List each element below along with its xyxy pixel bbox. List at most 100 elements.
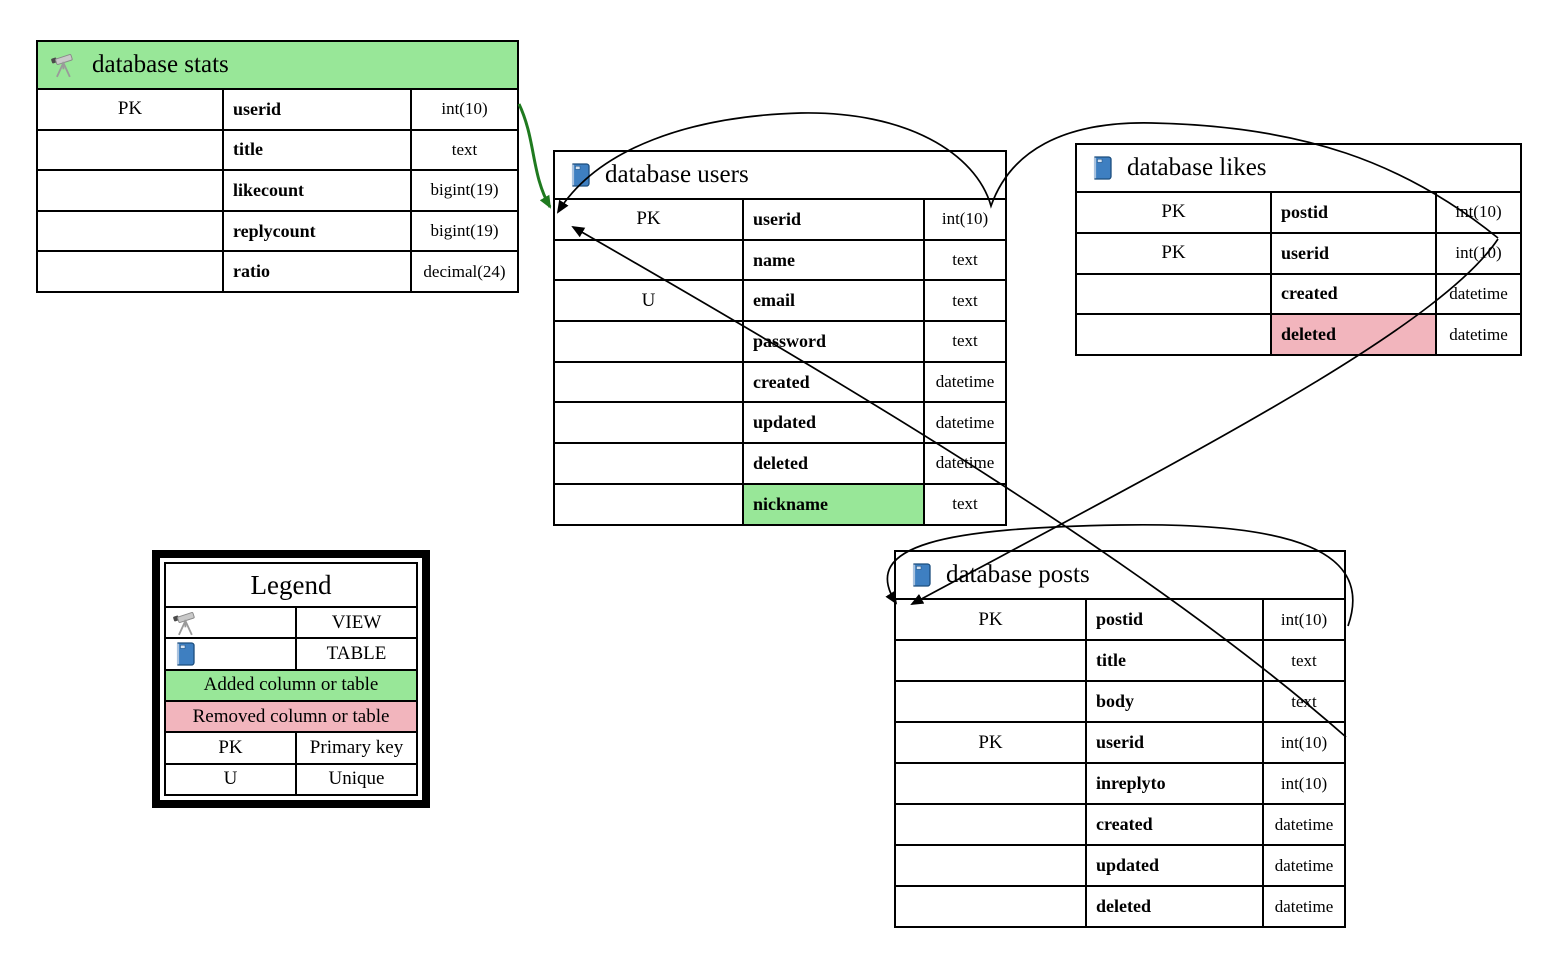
column-type-cell: text (952, 250, 978, 270)
column-name-cell: inreplyto (1087, 764, 1264, 803)
column-type-cell: text (952, 290, 978, 310)
column-name-cell: deleted (1272, 315, 1437, 355)
column-type-cell: int(10) (441, 99, 488, 119)
key-cell (896, 764, 1087, 803)
key-cell (555, 362, 744, 402)
table-header: database users (555, 152, 1005, 198)
legend-row: TABLE (166, 637, 416, 669)
legend-title: Legend (250, 569, 332, 600)
legend-row: Added column or table (166, 668, 416, 700)
column-name-cell: userid (224, 90, 412, 129)
column-name-cell: created (1087, 805, 1264, 844)
column-name-cell: deleted (1087, 887, 1264, 926)
legend-row: Removed column or table (166, 699, 416, 732)
table-header: database posts (896, 552, 1344, 598)
column-name-cell: deleted (744, 444, 925, 483)
column-type-cell: text (451, 139, 478, 159)
column-type-cell: datetime (935, 372, 995, 392)
book-icon (166, 639, 297, 669)
key-cell (896, 846, 1087, 885)
key-cell (555, 403, 744, 443)
key-cell (1077, 274, 1272, 314)
table-row: title text (38, 128, 517, 170)
key-cell (555, 484, 744, 524)
column-type-cell: datetime (1274, 896, 1334, 916)
table-title: database stats (92, 51, 229, 78)
column-name-cell: title (224, 130, 412, 170)
column-name-cell: userid (1087, 723, 1264, 762)
key-cell: PK (1077, 233, 1272, 273)
table-header: database likes (1077, 145, 1520, 191)
column-type-cell: text (1291, 691, 1317, 711)
key-cell: PK (38, 90, 224, 129)
table-row: body text (896, 680, 1344, 721)
column-name-cell: created (1272, 274, 1437, 314)
column-name-cell: ratio (224, 252, 412, 291)
key-cell (38, 211, 224, 251)
key-cell (555, 444, 744, 483)
column-name-cell: updated (1087, 846, 1264, 885)
table-row: likecount bigint(19) (38, 169, 517, 210)
column-name-cell: userid (1272, 233, 1437, 273)
book-icon (567, 162, 593, 188)
key-cell (896, 641, 1087, 680)
legend-added-swatch: Added column or table (166, 670, 416, 700)
book-icon (1089, 155, 1115, 181)
key-cell: PK (896, 723, 1087, 762)
column-name-cell: postid (1087, 600, 1264, 639)
column-type-cell: datetime (1449, 283, 1508, 303)
column-type-cell: int(10) (1280, 773, 1328, 793)
column-name-cell: body (1087, 682, 1264, 721)
column-type-cell: bigint(19) (430, 180, 499, 200)
book-icon (908, 562, 934, 588)
legend-label: Primary key (309, 736, 404, 758)
legend-symbol: U (166, 764, 297, 794)
key-cell (555, 240, 744, 280)
column-type-cell: int(10) (1280, 609, 1328, 629)
column-name-cell: postid (1272, 193, 1437, 232)
column-name-cell: likecount (224, 171, 412, 210)
table-row: deleted datetime (896, 885, 1344, 926)
key-cell (896, 887, 1087, 926)
table-title: database posts (946, 561, 1090, 588)
column-name-cell: name (744, 240, 925, 280)
column-name-cell: email (744, 281, 925, 321)
legend-label: TABLE (326, 642, 387, 664)
key-cell (896, 805, 1087, 844)
column-type-cell: text (1291, 650, 1317, 670)
key-cell: U (555, 281, 744, 321)
table-row: created datetime (555, 360, 1005, 402)
column-name-cell: created (744, 362, 925, 402)
telescope-icon (50, 51, 80, 79)
column-name-cell: userid (744, 200, 925, 239)
table-row: created datetime (1077, 272, 1520, 314)
telescope-icon (166, 608, 297, 638)
key-cell (38, 252, 224, 291)
key-cell (38, 130, 224, 170)
key-cell: PK (896, 600, 1087, 639)
table-row: deleted datetime (1077, 313, 1520, 355)
table-title: database users (605, 161, 749, 188)
column-type-cell: datetime (1449, 324, 1508, 344)
key-cell: PK (1077, 193, 1272, 232)
legend-row: VIEW (166, 606, 416, 638)
